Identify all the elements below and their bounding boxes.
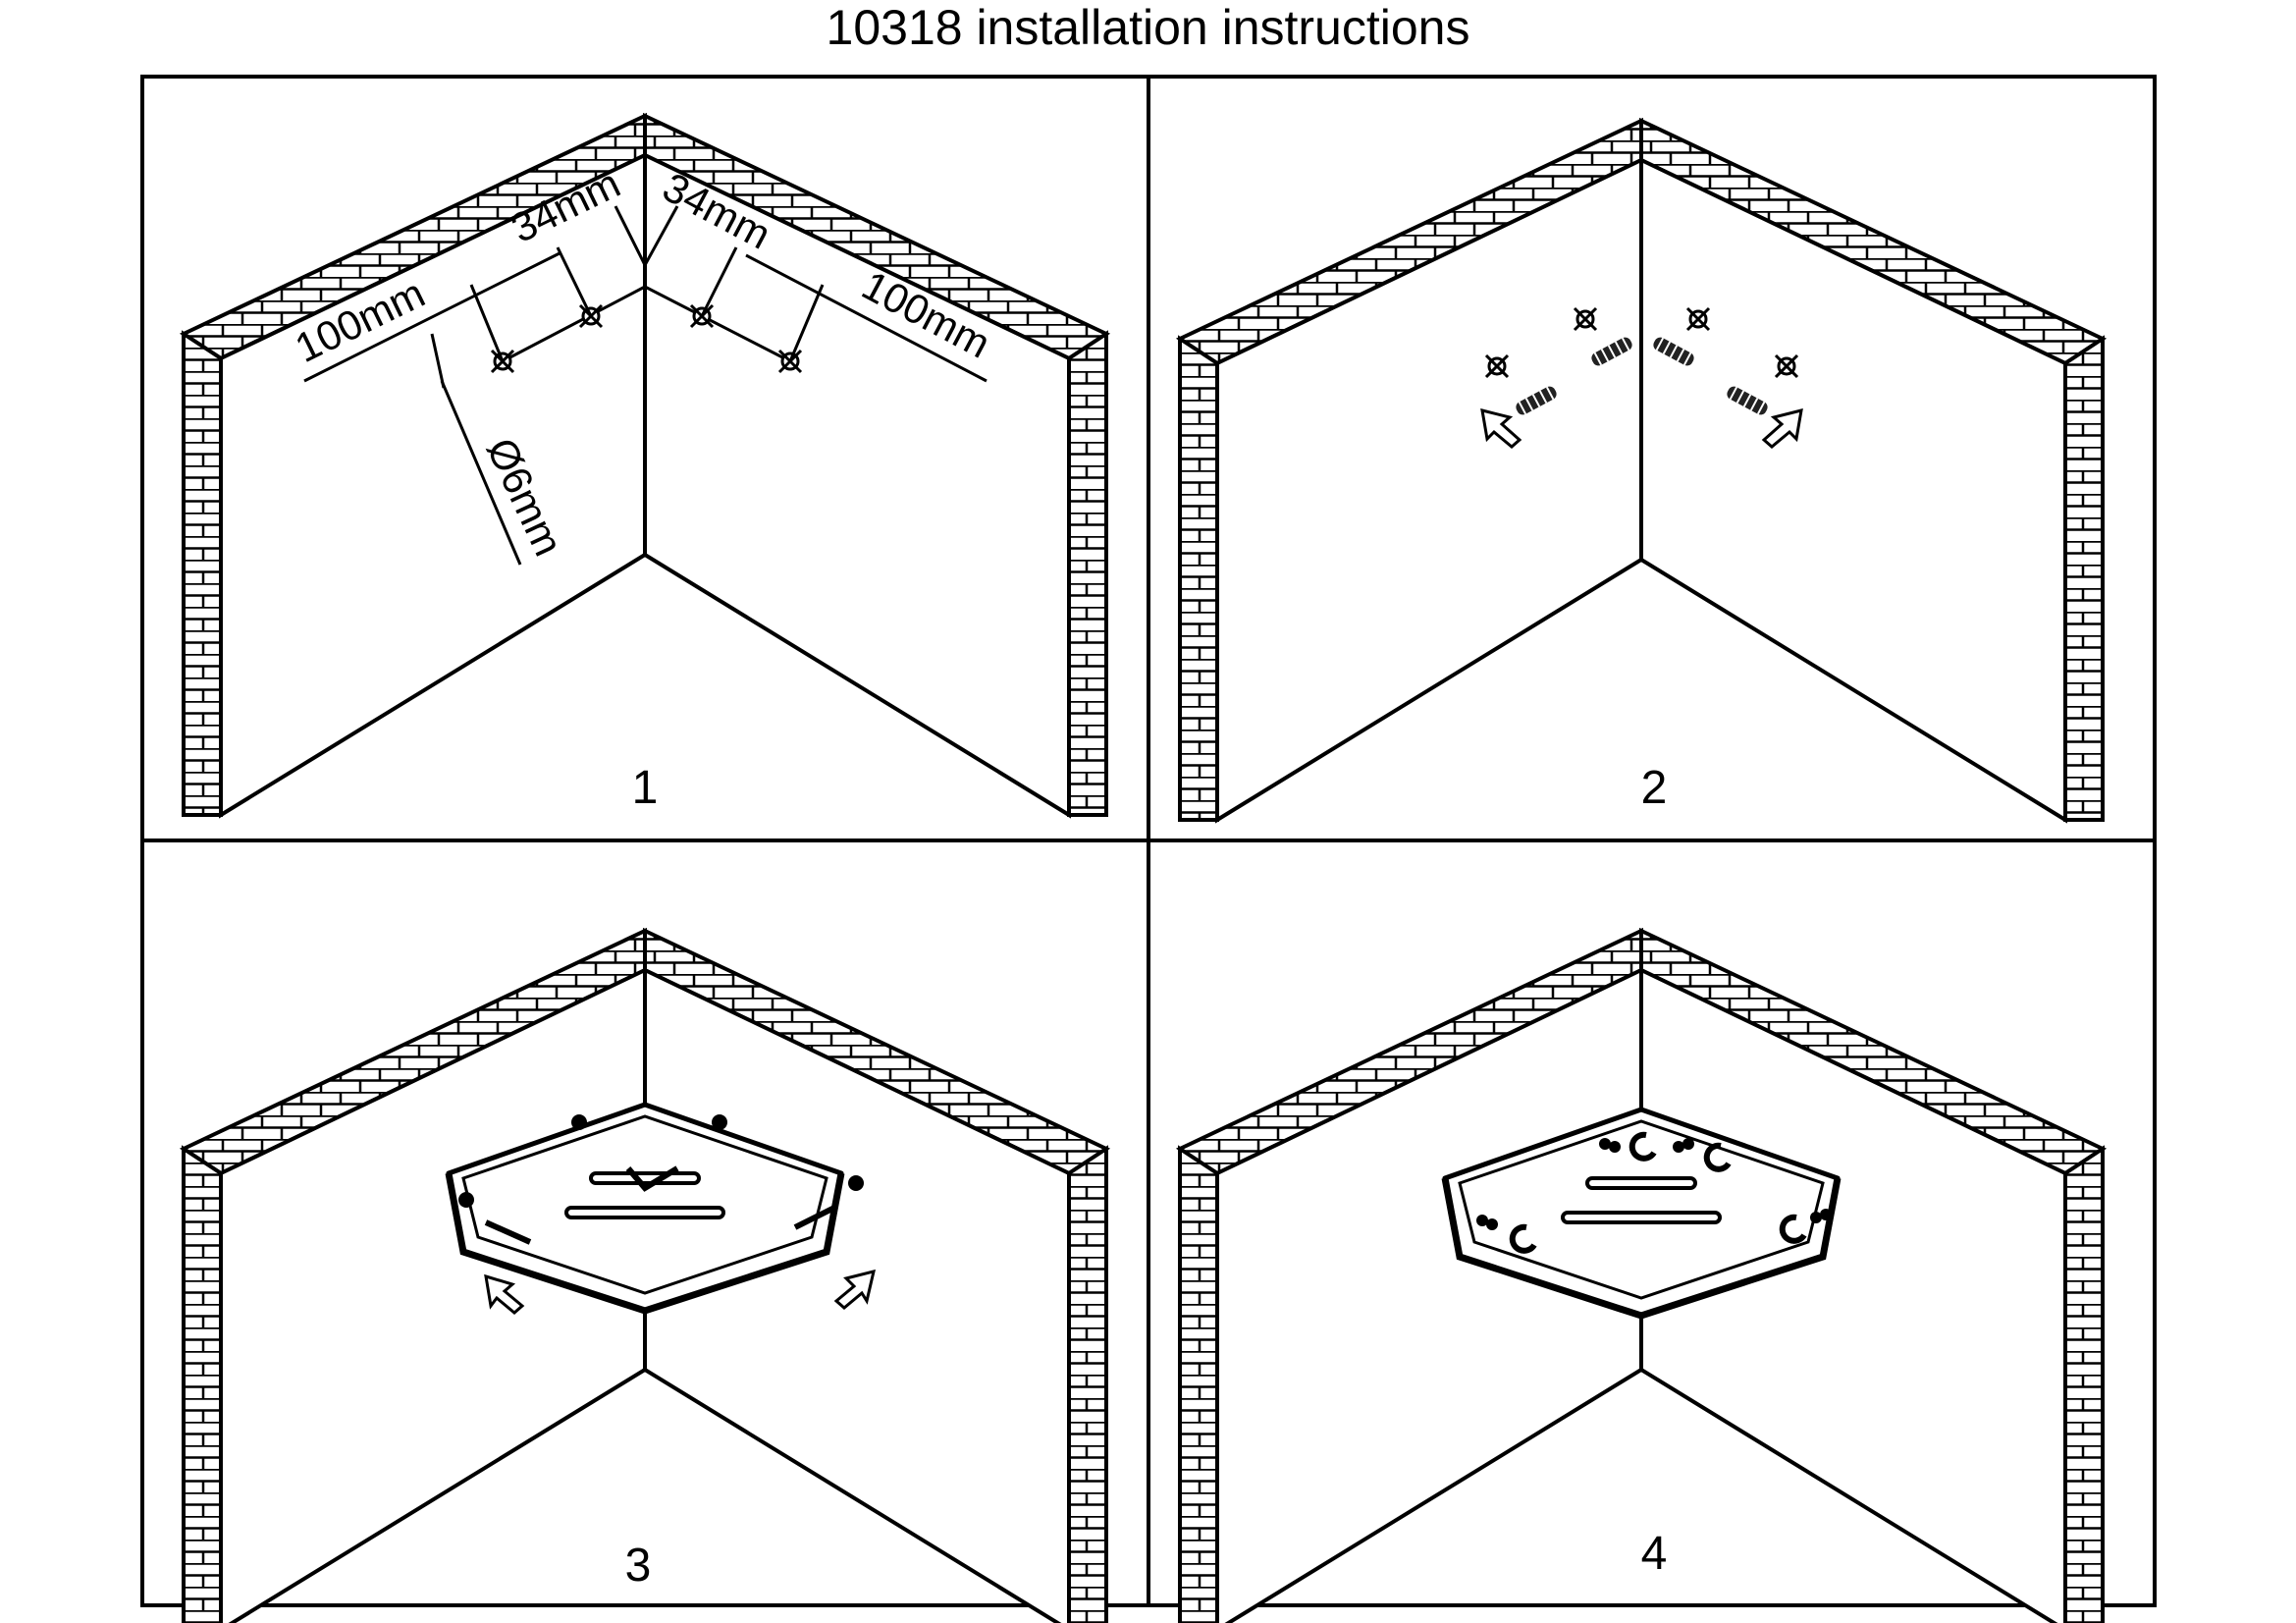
step-1-panel: 100mm 34mm 34mm 100mm Ø6mm 1 [182, 114, 1108, 817]
step-number-1: 1 [632, 762, 659, 814]
step-number-3: 3 [625, 1540, 652, 1592]
tighten-rotation-icons [1509, 1131, 1807, 1254]
brackets [484, 1165, 836, 1245]
tightened-screws [1476, 1138, 1832, 1230]
step-3-panel: 3 [182, 929, 1108, 1623]
step-2-panel: 2 [1178, 119, 2105, 822]
page-title: 10318 installation instructions [826, 0, 1470, 55]
screws [458, 1114, 864, 1208]
step-number-4: 4 [1641, 1528, 1668, 1580]
step-number-2: 2 [1641, 762, 1668, 814]
step-4-panel: 4 [1178, 929, 2105, 1623]
insert-arrows [1480, 407, 1803, 449]
drill-hole-marks [490, 285, 803, 374]
dimension-lines [303, 205, 988, 566]
panel-grid [140, 75, 2157, 1607]
slide-arrows [484, 1269, 877, 1315]
